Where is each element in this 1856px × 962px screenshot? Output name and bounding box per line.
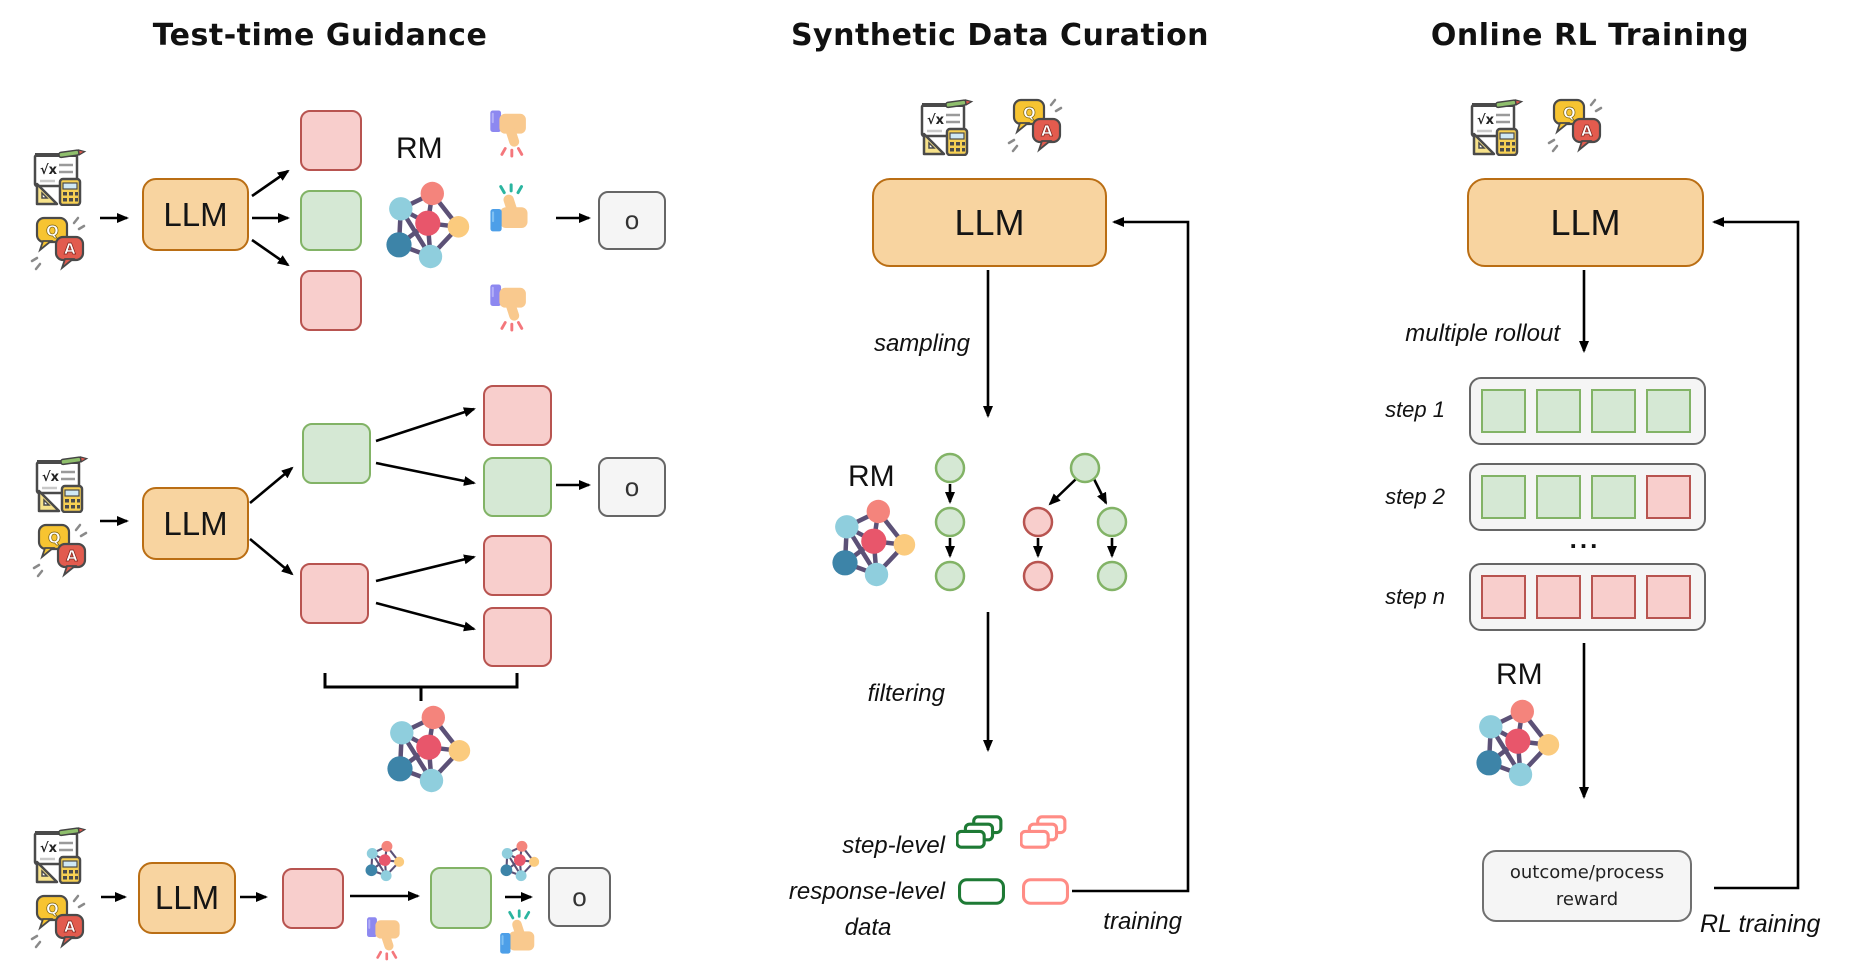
tree-leaf-bad [483, 385, 552, 446]
math-problem-icon [33, 148, 87, 206]
math-problem-icon [920, 98, 974, 156]
tree-leaf-good [483, 457, 552, 517]
reward-box-line1: outcome/process [1509, 862, 1665, 883]
step-1-label: step 1 [1385, 397, 1445, 422]
rm-label: RM [396, 132, 443, 165]
output-box: o [598, 457, 666, 517]
rollout-cell-good [1481, 389, 1526, 433]
rollout-cell-bad [1591, 575, 1636, 619]
llm-label: LLM [1550, 201, 1621, 243]
thumbs-down-icon [365, 915, 401, 961]
llm-box: LLM [1467, 178, 1704, 267]
middle-panel-title: Synthetic Data Curation [790, 18, 1210, 53]
candidate-box-good [300, 190, 362, 251]
output-label: o [572, 881, 587, 912]
right-panel-title: Online RL Training [1430, 18, 1750, 53]
question-answer-icon [32, 523, 88, 578]
rollout-cell-bad [1646, 475, 1691, 519]
output-label: o [624, 471, 640, 502]
thumbs-down-icon [488, 283, 528, 332]
tree-leaf-bad [483, 607, 552, 667]
math-problem-icon [33, 826, 87, 884]
reward-model-icon [381, 704, 473, 794]
llm-box: LLM [142, 178, 249, 251]
math-problem-icon [1470, 98, 1524, 156]
rollout-ellipsis: ... [1569, 524, 1601, 554]
llm-box: LLM [138, 862, 236, 934]
sampled-tree [1022, 452, 1128, 592]
rollout-cell-bad [1481, 575, 1526, 619]
candidate-box-bad [300, 110, 362, 171]
step-2-label: step 2 [1385, 484, 1445, 509]
output-label: o [624, 205, 640, 235]
reward-model-icon [826, 498, 918, 588]
rm-label: RM [848, 460, 895, 493]
question-answer-icon [30, 216, 86, 271]
filtering-label: filtering [867, 680, 945, 707]
multiple-rollout-label: multiple rollout [1405, 320, 1560, 347]
question-answer-icon [1007, 98, 1063, 153]
rollout-cell-good [1536, 389, 1581, 433]
rollout-cell-good [1481, 475, 1526, 519]
revised-box-good [430, 867, 492, 929]
rollout-cell-good [1591, 475, 1636, 519]
llm-label: LLM [154, 879, 220, 916]
thumbs-down-icon [488, 109, 528, 158]
response-level-rejected-data-icon [1022, 878, 1069, 905]
outcome-process-reward-box: outcome/process reward [1482, 850, 1692, 922]
tree-node-good [302, 423, 371, 484]
reward-model-icon [1470, 698, 1562, 788]
reward-model-icon [364, 840, 405, 882]
question-answer-icon [1547, 98, 1603, 153]
output-box: o [548, 867, 611, 927]
reward-model-icon [499, 840, 540, 882]
response-level-label: response-level [788, 878, 945, 905]
step-n-label: step n [1385, 584, 1445, 609]
llm-label: LLM [954, 201, 1025, 243]
rollout-cell-good [1646, 389, 1691, 433]
reward-model-icon [380, 180, 472, 270]
data-label: data [844, 914, 892, 941]
thumbs-up-icon [498, 909, 536, 956]
sampling-label: sampling [873, 330, 970, 357]
llm-box: LLM [142, 487, 249, 560]
llm-label: LLM [163, 195, 228, 233]
tree-leaf-bad [483, 535, 552, 596]
response-level-accepted-data-icon [958, 878, 1005, 905]
candidate-box-bad [300, 270, 362, 331]
question-answer-icon [30, 894, 86, 949]
rollout-cell-bad [1536, 575, 1581, 619]
reward-box-line2: reward [1555, 889, 1619, 910]
llm-box: LLM [872, 178, 1107, 267]
rollout-cell-good [1536, 475, 1581, 519]
training-label: training [1103, 908, 1182, 935]
rollout-cell-good [1591, 389, 1636, 433]
sampled-chain [934, 452, 966, 592]
rollout-row-step-n [1469, 563, 1706, 631]
step-level-accepted-data-icon [956, 815, 1003, 849]
left-panel-title: Test-time Guidance [152, 18, 488, 53]
llm-label: LLM [163, 504, 228, 542]
output-box: o [598, 191, 666, 250]
rollout-cell-bad [1646, 575, 1691, 619]
rollout-row-step-2 [1469, 463, 1706, 531]
thumbs-up-icon [488, 183, 530, 233]
step-level-label: step-level [842, 832, 945, 859]
rm-label: RM [1496, 658, 1543, 691]
draft-box-bad [282, 868, 344, 929]
tree-node-bad [300, 563, 369, 624]
rl-training-label: RL training [1700, 910, 1821, 938]
step-level-rejected-data-icon [1020, 815, 1067, 849]
rollout-row-step-1 [1469, 377, 1706, 445]
math-problem-icon [35, 455, 89, 513]
